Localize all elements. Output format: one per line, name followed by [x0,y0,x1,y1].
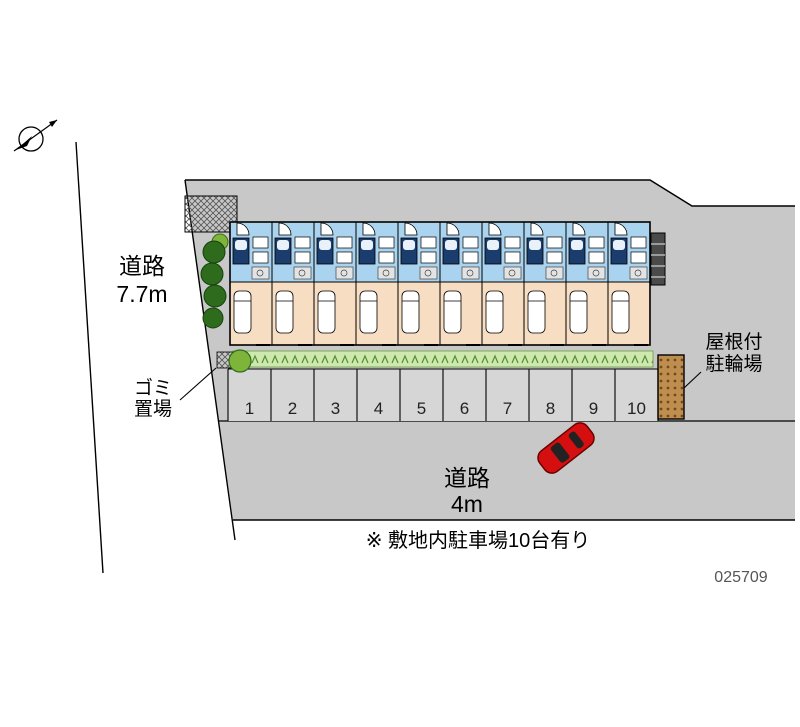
hedge-strip [232,350,654,368]
parking-stall-number: 3 [331,399,340,418]
bicycle-parking-label: 屋根付 [705,331,762,353]
building-unit-4 [355,221,399,346]
tree-icon [228,349,252,373]
building-unit-10 [607,221,651,346]
parking-stall-number: 2 [288,399,297,418]
tree-icon [203,284,227,308]
parking-stall-number: 6 [460,399,469,418]
north-arrow-icon [13,119,58,152]
garbage-label-line2: 置場 [134,398,172,420]
building-unit-7 [481,221,525,346]
parking-stall-number: 1 [245,399,254,418]
parking-stall-number: 7 [503,399,512,418]
parking-stall-number: 4 [374,399,383,418]
bicycle-parking-area [657,354,685,420]
parking-stall-number: 5 [417,399,426,418]
road-left-width: 7.7m [116,281,167,307]
car-icon [537,422,595,474]
left-road-outer-edge-line [75,141,104,574]
tree-icon [202,240,226,264]
bicycle-parking-label-line2: 駐輪場 [705,353,762,375]
parking-stall-number: 10 [627,399,646,418]
building-unit-8 [523,221,567,346]
note-text: ※ 敷地内駐車場10台有り [366,529,591,552]
ref-number: 025709 [714,569,767,586]
tree-icon [202,307,224,329]
site-boundary-top [185,179,795,207]
garbage-leader-line [179,367,217,401]
building-unit-9 [565,221,609,346]
building-unit-3 [313,221,357,346]
road-bottom-width: 4m [451,491,483,517]
building-unit-2 [271,221,315,346]
parking-stall-number: 8 [546,399,555,418]
meter-box [650,232,666,286]
tree-icon [200,262,224,286]
building-unit-5 [397,221,441,346]
site-boundary-left [184,179,236,541]
walkway-hatch [184,195,238,233]
bicycle-leader-line [683,371,702,389]
parking-stalls: 1 2 3 4 5 6 7 8 9 10 [227,369,659,421]
building [229,221,651,346]
garbage-label: ゴミ [134,377,172,399]
building-unit-6 [439,221,483,346]
building-outline [229,221,651,346]
parking-stall-number: 9 [589,399,598,418]
road-bottom-label: 道路 [444,465,490,491]
building-unit-1 [229,221,273,346]
road-left-label: 道路 [119,253,165,279]
